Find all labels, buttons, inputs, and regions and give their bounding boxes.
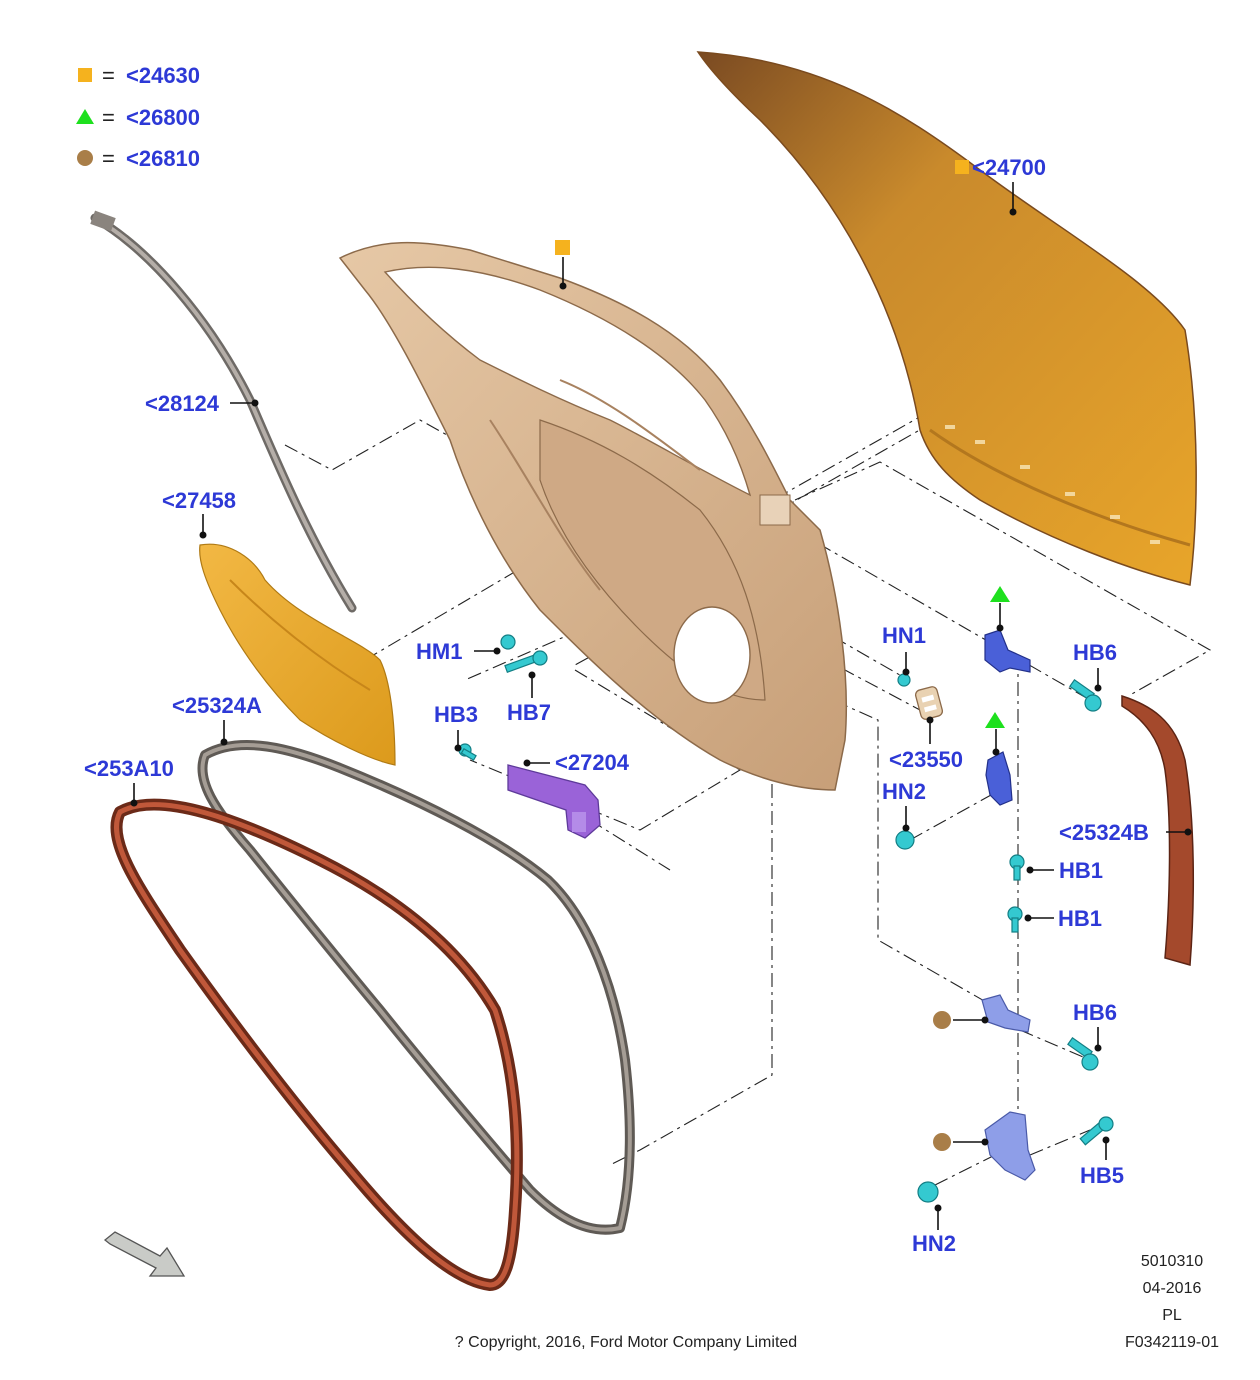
label-253a10: <253A10: [84, 756, 174, 781]
label-hb3: HB3: [434, 702, 478, 727]
label-hb1-lower: HB1: [1058, 906, 1102, 931]
hn2-upper-nut-icon: [895, 830, 915, 850]
hb1-lower-bolt-icon: [1007, 906, 1023, 933]
label-27204: <27204: [555, 750, 630, 775]
drawing-code: 5010310: [1141, 1253, 1203, 1270]
hn1-nut-icon: [897, 673, 911, 687]
check-arm-bracket: [507, 764, 601, 839]
hn2-lower-nut-icon: [917, 1181, 939, 1203]
rear-weatherstrip: [1121, 694, 1195, 966]
hb6-lower-bolt-icon: [1067, 1037, 1099, 1071]
legend-row-triangle: = <26800: [76, 105, 200, 130]
label-23550: <23550: [889, 747, 963, 772]
label-hn2-lower: HN2: [912, 1231, 956, 1256]
legend-equals: =: [102, 105, 115, 130]
legend-ref: <26800: [126, 105, 200, 130]
part-labels: <24700 <28124 <27458 <25324A <253A10 HM1…: [84, 155, 1149, 1256]
label-28124: <28124: [145, 391, 220, 416]
hb3-bolt-icon: [458, 743, 477, 761]
legend: = <24630 = <26800 = <26810: [76, 63, 200, 171]
door-weatherstrip-red: [110, 798, 523, 1291]
legend-ref: <26810: [126, 146, 200, 171]
label-25324a: <25324A: [172, 693, 262, 718]
leader-lines: [130, 182, 1192, 1230]
lower-hinge-body-half: [984, 1111, 1036, 1181]
hb5-bolt-icon: [1079, 1116, 1114, 1146]
label-27458: <27458: [162, 488, 236, 513]
copyright-notice: ? Copyright, 2016, Ford Motor Company Li…: [455, 1334, 797, 1351]
figure-number: F0342119-01: [1125, 1334, 1219, 1351]
door-weatherstrip-grey: [197, 740, 635, 1235]
front-arrow-icon: [103, 1231, 186, 1277]
belt-weatherstrip: [90, 210, 357, 613]
label-hb1-upper: HB1: [1059, 858, 1103, 883]
upper-hinge-body-half: [985, 751, 1013, 806]
drawing-language: PL: [1162, 1307, 1182, 1324]
square-marker-icon: [555, 240, 570, 255]
upper-hinge-door-half: [984, 629, 1031, 673]
legend-row-square: = <24630: [78, 63, 200, 88]
water-shield: [199, 543, 396, 766]
legend-equals: =: [102, 63, 115, 88]
legend-row-circle: = <26810: [77, 146, 200, 171]
square-marker-icon: [78, 68, 92, 82]
label-hb6-lower: HB6: [1073, 1000, 1117, 1025]
outer-door-panel: [696, 51, 1197, 586]
inner-door-frame: [338, 241, 847, 791]
drawing-date: 04-2016: [1143, 1280, 1202, 1297]
triangle-marker-icon: [985, 712, 1005, 728]
circle-marker-icon: [77, 150, 93, 166]
label-hm1: HM1: [416, 639, 462, 664]
hb1-upper-bolt-icon: [1009, 854, 1025, 881]
circle-marker-icon: [933, 1011, 951, 1029]
label-hb5: HB5: [1080, 1163, 1124, 1188]
hm1-nut-icon: [500, 634, 516, 650]
label-hb7: HB7: [507, 700, 551, 725]
label-hn1: HN1: [882, 623, 926, 648]
legend-ref: <24630: [126, 63, 200, 88]
circle-marker-icon: [933, 1133, 951, 1151]
fasteners: [458, 634, 1114, 1203]
label-hn2-upper: HN2: [882, 779, 926, 804]
square-marker-icon: [955, 160, 969, 174]
door-clip: [914, 686, 944, 720]
lower-hinge-door-half: [981, 994, 1031, 1033]
label-25324b: <25324B: [1059, 820, 1149, 845]
part-markers: [555, 160, 1010, 1151]
legend-equals: =: [102, 146, 115, 171]
triangle-marker-icon: [76, 109, 94, 124]
triangle-marker-icon: [990, 586, 1010, 602]
label-hb6-upper: HB6: [1073, 640, 1117, 665]
hb6-upper-bolt-icon: [1069, 679, 1102, 712]
hb7-bolt-icon: [504, 650, 548, 674]
label-24700: <24700: [972, 155, 1046, 180]
footer: 5010310 04-2016 PL F0342119-01 ? Copyrig…: [455, 1253, 1219, 1351]
